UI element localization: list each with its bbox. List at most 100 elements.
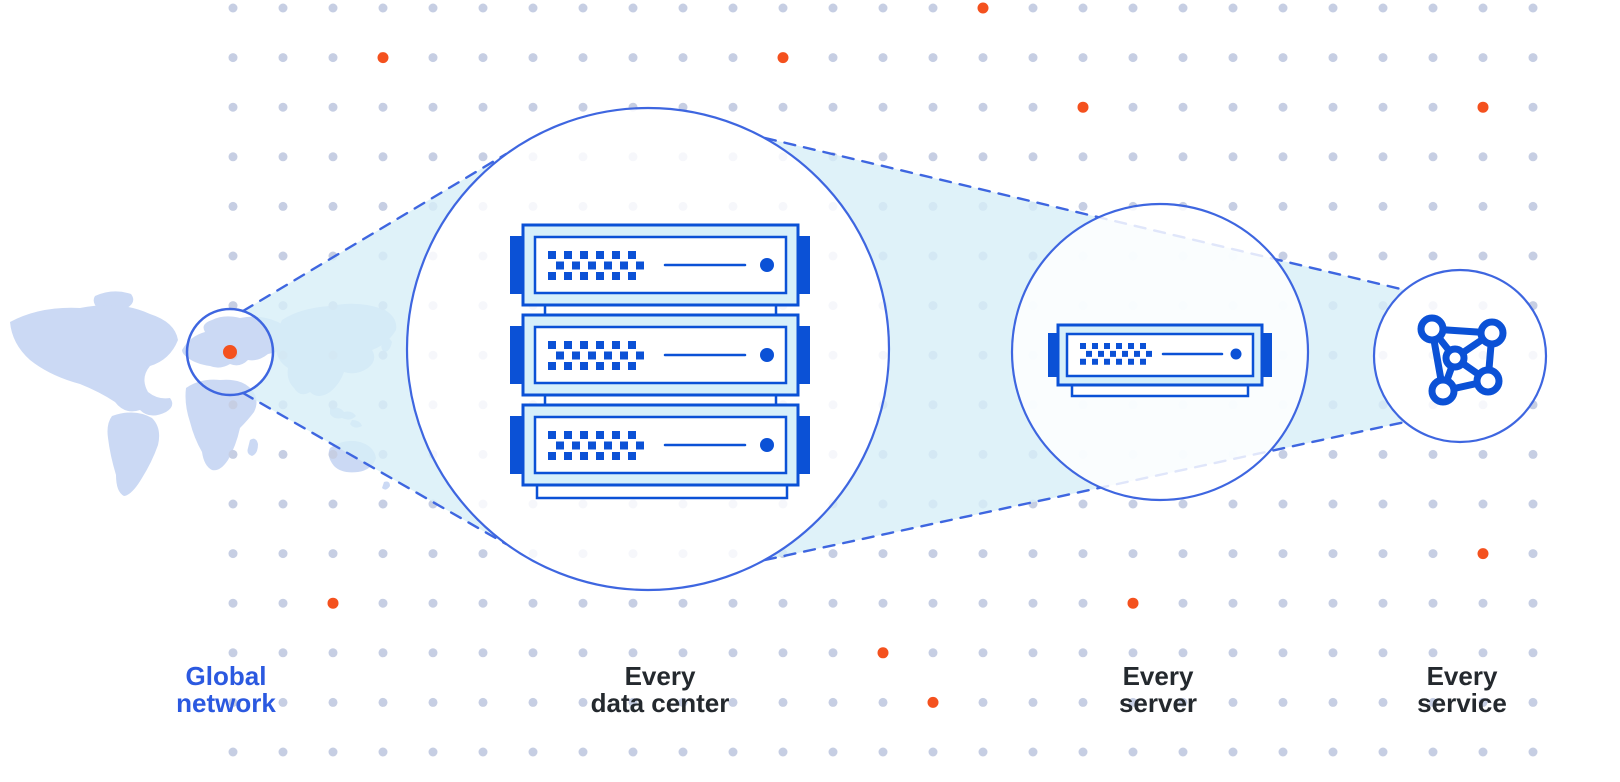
zoom-cone-map-to-datacenter xyxy=(243,154,506,544)
grid-dot xyxy=(1178,152,1188,162)
grid-dot xyxy=(1328,102,1338,112)
grid-dot xyxy=(278,499,288,509)
grid-dot xyxy=(1478,251,1488,261)
grid-dot xyxy=(1428,747,1438,757)
grid-dot xyxy=(228,449,238,459)
grid-dot xyxy=(1528,251,1538,261)
grid-dot xyxy=(828,3,838,13)
grid-dot xyxy=(1128,747,1138,757)
grid-dot xyxy=(1328,152,1338,162)
grid-dot xyxy=(828,102,838,112)
grid-dot xyxy=(478,152,488,162)
grid-dot xyxy=(828,598,838,608)
grid-dot xyxy=(378,152,388,162)
grid-dot xyxy=(1478,499,1488,509)
grid-dot xyxy=(1528,201,1538,211)
grid-dot xyxy=(978,598,988,608)
rack-ear-left xyxy=(510,236,524,294)
grid-dot xyxy=(778,598,788,608)
orange-grid-dot xyxy=(1077,101,1089,113)
grid-dot xyxy=(928,747,938,757)
dashed-line-upper-left xyxy=(241,152,508,313)
grid-dot xyxy=(1328,598,1338,608)
grid-dot xyxy=(778,747,788,757)
grid-dot xyxy=(1428,53,1438,63)
grid-dot xyxy=(328,747,338,757)
grid-dot xyxy=(428,152,438,162)
grid-dot xyxy=(1328,747,1338,757)
grid-dot xyxy=(1378,648,1388,658)
grid-dot xyxy=(978,648,988,658)
grid-dot xyxy=(378,549,388,559)
dashed-line-lower-left xyxy=(241,391,508,546)
grid-dot xyxy=(728,3,738,13)
map-location-marker xyxy=(223,345,237,359)
grid-dot xyxy=(278,3,288,13)
orange-grid-dot xyxy=(1477,548,1489,560)
grid-dot xyxy=(1228,53,1238,63)
grid-dot xyxy=(1478,201,1488,211)
grid-dot xyxy=(928,53,938,63)
grid-dot xyxy=(1328,201,1338,211)
grid-dot xyxy=(228,549,238,559)
server-unit xyxy=(510,403,810,487)
grid-dot xyxy=(478,3,488,13)
grid-dot xyxy=(578,747,588,757)
grid-dot xyxy=(1078,648,1088,658)
grid-dot xyxy=(428,549,438,559)
orange-grid-dot xyxy=(977,2,989,14)
grid-dot xyxy=(1028,53,1038,63)
grid-dot xyxy=(578,3,588,13)
grid-dot xyxy=(328,648,338,658)
mesh-node xyxy=(1428,376,1458,406)
grid-dot xyxy=(1078,53,1088,63)
grid-dot xyxy=(1328,449,1338,459)
grid-dot xyxy=(878,102,888,112)
grid-dot xyxy=(828,747,838,757)
dashed-line-lower-right xyxy=(763,420,1407,562)
grid-dot xyxy=(1178,102,1188,112)
grid-dot xyxy=(1528,697,1538,707)
grid-dot xyxy=(1428,697,1438,707)
grid-dot xyxy=(1128,102,1138,112)
grid-dot xyxy=(1078,747,1088,757)
grid-dot xyxy=(1378,598,1388,608)
rack-ear-left xyxy=(510,326,524,384)
grid-dot xyxy=(228,648,238,658)
map-madagascar xyxy=(247,438,258,456)
grid-dot xyxy=(1278,102,1288,112)
grid-dot xyxy=(278,53,288,63)
grid-dot xyxy=(1528,449,1538,459)
grid-dot xyxy=(1228,697,1238,707)
grid-dot xyxy=(428,102,438,112)
server-ear-right xyxy=(1261,333,1272,377)
grid-dot xyxy=(1428,549,1438,559)
grid-dot xyxy=(1428,201,1438,211)
grid-dot xyxy=(1328,697,1338,707)
grid-dot xyxy=(228,152,238,162)
grid-dot xyxy=(528,53,538,63)
grid-dot xyxy=(428,697,438,707)
grid-dot xyxy=(328,152,338,162)
grid-dot xyxy=(1478,449,1488,459)
grid-dot xyxy=(378,747,388,757)
grid-dot xyxy=(1178,499,1188,509)
grid-dot xyxy=(278,648,288,658)
grid-dot xyxy=(778,648,788,658)
grid-dot xyxy=(1478,598,1488,608)
grid-dot xyxy=(1428,102,1438,112)
grid-dot xyxy=(1228,549,1238,559)
grid-dot xyxy=(628,697,638,707)
grid-dot xyxy=(278,102,288,112)
grid-dot xyxy=(1378,201,1388,211)
map-north-america xyxy=(10,305,178,416)
grid-dot xyxy=(1228,152,1238,162)
grid-dot xyxy=(1528,152,1538,162)
grid-dot xyxy=(478,697,488,707)
grid-dot xyxy=(278,449,288,459)
grid-dot xyxy=(628,598,638,608)
grid-dot xyxy=(278,251,288,261)
grid-dot xyxy=(1478,3,1488,13)
mesh-center-node xyxy=(1442,345,1468,371)
